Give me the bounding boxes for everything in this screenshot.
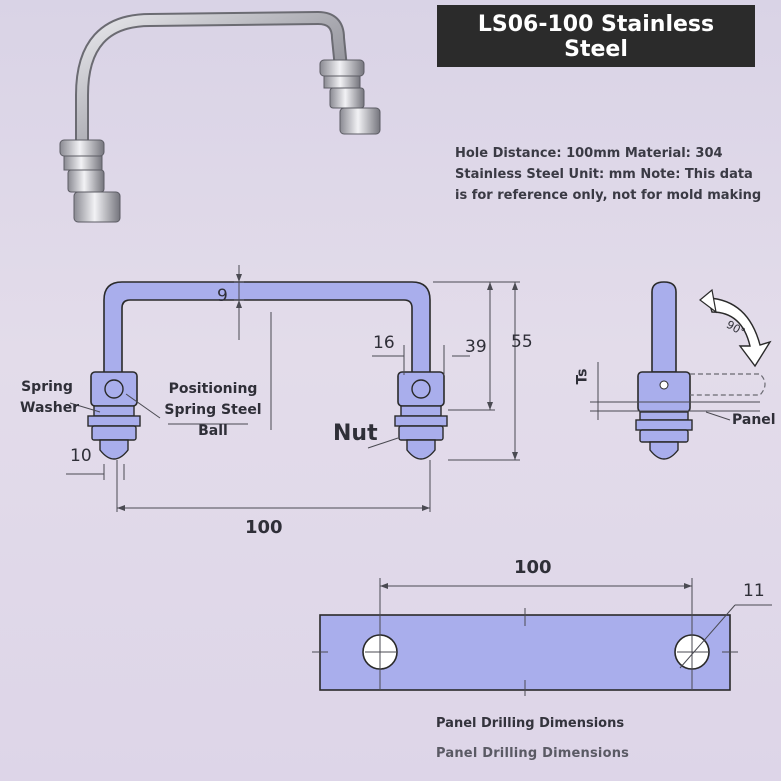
- front-view-handle: [87, 281, 448, 460]
- dim-thickness-label: 9: [217, 286, 228, 306]
- drilling-caption-repeat: Panel Drilling Dimensions: [436, 746, 630, 761]
- nut-label: Nut: [333, 421, 378, 446]
- ball-line-3: Ball: [198, 423, 228, 439]
- front-dimension-lines: [66, 265, 520, 512]
- ts-label: Ts: [574, 368, 591, 385]
- hole-diameter-label: 11: [743, 581, 765, 601]
- note-line-3: is for reference only, not for mold maki…: [455, 188, 762, 203]
- drilling-dimension-lines: [312, 578, 772, 696]
- dim-10-label: 10: [70, 446, 92, 466]
- panel-label: Panel: [732, 412, 776, 428]
- spring-washer-line-2: Washer: [20, 400, 80, 416]
- drilling-dim-100-label: 100: [514, 557, 552, 578]
- drilling-caption: Panel Drilling Dimensions: [436, 716, 625, 731]
- product-photo: [59, 10, 381, 223]
- dim-39-label: 39: [465, 337, 487, 357]
- side-view: [635, 281, 772, 460]
- right-mount: [394, 371, 448, 460]
- dim-16-label: 16: [373, 333, 395, 353]
- side-dimension-lines: [590, 362, 760, 421]
- title-line-2: Steel: [564, 37, 628, 62]
- title-line-1: LS06-100 Stainless: [477, 12, 715, 37]
- product-title: LS06-100 Stainless Steel: [437, 5, 755, 67]
- positioning-ball-label: Positioning Spring Steel Ball: [160, 379, 266, 442]
- spring-washer-line-1: Spring: [21, 379, 73, 395]
- front-arrowheads: [117, 274, 518, 511]
- dim-55-label: 55: [511, 332, 533, 352]
- note-line-2: Stainless Steel Unit: mm Note: This data: [455, 167, 753, 182]
- ball-line-1: Positioning: [168, 381, 258, 397]
- spring-washer-label: Spring Washer: [20, 377, 80, 419]
- drilling-arrowheads: [380, 583, 692, 589]
- specification-note: Hole Distance: 100mm Material: 304 Stain…: [455, 143, 781, 206]
- dim-100-label: 100: [245, 517, 283, 538]
- left-mount: [87, 371, 141, 460]
- ball-line-2: Spring Steel: [164, 402, 262, 418]
- note-line-1: Hole Distance: 100mm Material: 304: [455, 146, 723, 161]
